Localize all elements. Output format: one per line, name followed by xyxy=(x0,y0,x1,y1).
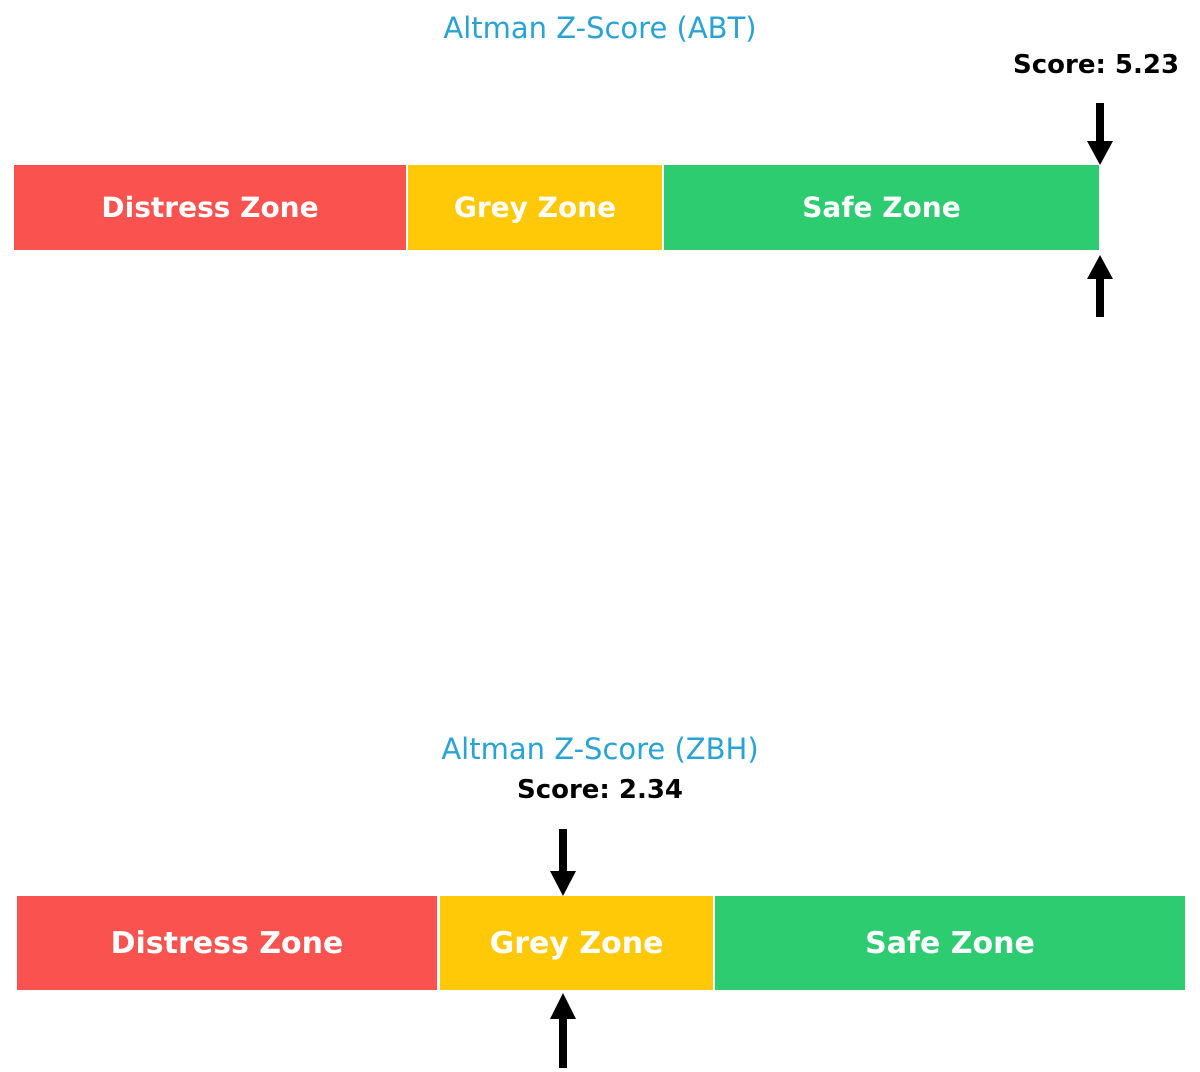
score-marker-arrow-down-zbh xyxy=(549,829,577,897)
zone-grey-zbh: Grey Zone xyxy=(440,896,713,990)
chart-title-zbh: Altman Z-Score (ZBH) xyxy=(441,732,759,766)
zone-grey-abt: Grey Zone xyxy=(408,165,662,250)
score-marker-arrow-down-abt xyxy=(1086,103,1114,166)
score-label-zbh: Score: 2.34 xyxy=(516,775,684,805)
zone-distress-abt: Distress Zone xyxy=(14,165,406,250)
zone-distress-zbh: Distress Zone xyxy=(17,896,437,990)
score-marker-arrow-up-abt xyxy=(1086,254,1114,317)
chart-title-abt: Altman Z-Score (ABT) xyxy=(443,11,757,45)
score-marker-arrow-up-zbh xyxy=(549,992,577,1068)
zone-safe-abt: Safe Zone xyxy=(664,165,1099,250)
zone-bar-abt: Distress Zone Grey Zone Safe Zone xyxy=(0,165,1200,250)
score-label-abt: Score: 5.23 xyxy=(1013,50,1180,80)
zone-safe-zbh: Safe Zone xyxy=(715,896,1185,990)
zscore-chart-abt: Altman Z-Score (ABT) Score: 5.23 Distres… xyxy=(0,0,1200,340)
zone-bar-zbh: Distress Zone Grey Zone Safe Zone xyxy=(0,896,1200,990)
zscore-chart-zbh: Altman Z-Score (ZBH) Score: 2.34 Distres… xyxy=(0,360,1200,1068)
